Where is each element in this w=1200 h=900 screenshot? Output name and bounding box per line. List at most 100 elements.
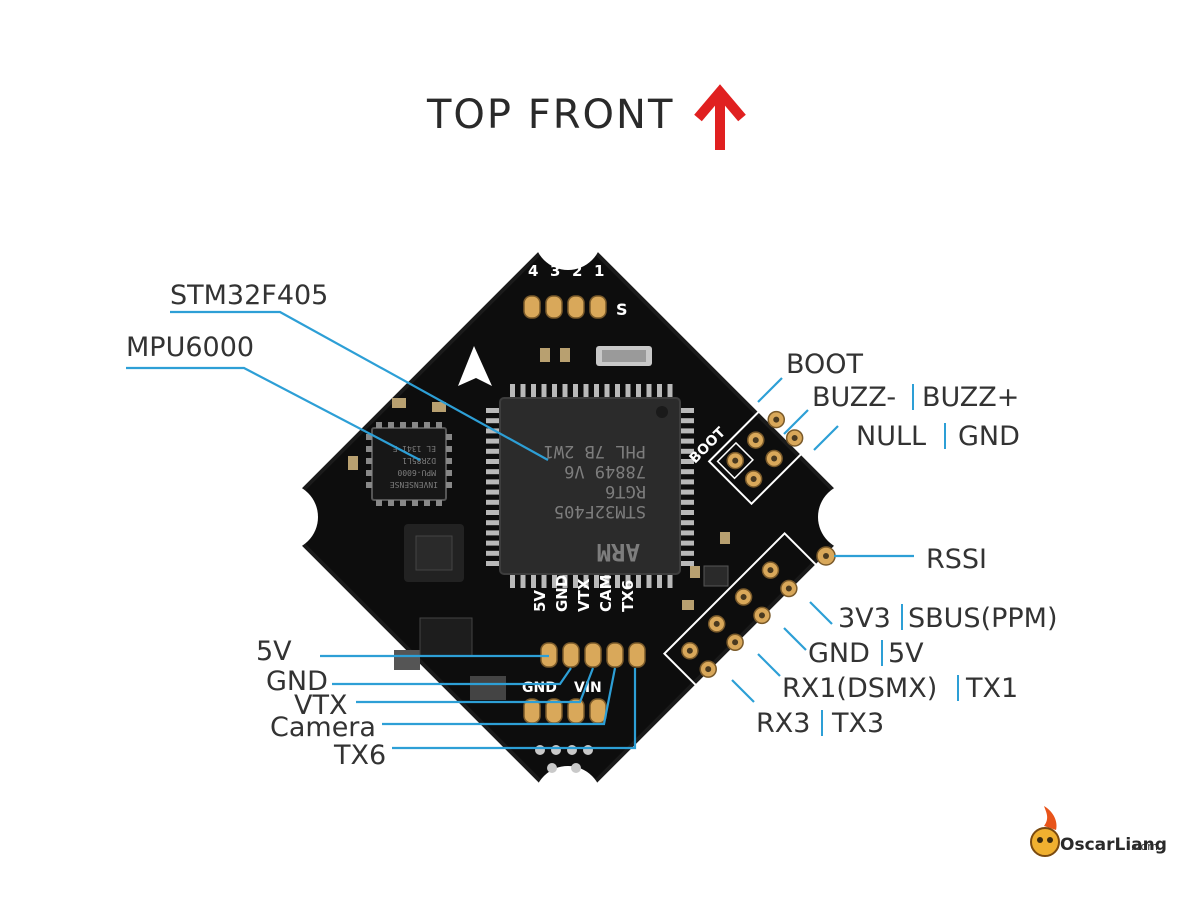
imu-chip-line-2: MPU-6000 — [397, 468, 436, 477]
mcu-pin — [680, 428, 694, 433]
imu-chip: INVENSENSE MPU-6000 D2R85L1 EL 1341 E — [366, 422, 452, 506]
mcu-pin — [680, 408, 694, 413]
diagram-title: TOP FRONT — [426, 92, 674, 138]
mcu-pin — [615, 384, 620, 398]
label-rx1-dsmx: RX1(DSMX) — [782, 673, 937, 704]
label-buzz-plus: BUZZ+ — [922, 382, 1019, 413]
mount-hole-right — [818, 483, 886, 551]
mcu-pin — [573, 384, 578, 398]
silk-motor-1: 1 — [594, 262, 604, 280]
mcu-pin — [552, 384, 557, 398]
mcu-pin — [680, 418, 694, 423]
mcu-pin — [680, 490, 694, 495]
mcu-pin — [542, 574, 547, 588]
label-rx3: RX3 — [756, 708, 810, 739]
watermark-domain: .com — [1131, 840, 1158, 853]
label-tx6: TX6 — [333, 740, 386, 771]
label-3v3: 3V3 — [838, 603, 891, 634]
mcu-chip-line-2: RGT6 — [605, 481, 646, 501]
silk-cam: CAM — [597, 574, 615, 612]
imu-chip-line-1: INVENSENSE — [390, 480, 438, 489]
mount-hole-top — [534, 202, 602, 270]
silk-gnd: GND — [553, 575, 571, 612]
mcu-pin — [510, 574, 515, 588]
mcu-pin — [486, 561, 500, 566]
mcu-pin — [680, 500, 694, 505]
label-stm32f405: STM32F405 — [170, 280, 328, 311]
mcu-pin — [680, 439, 694, 444]
mcu-pin — [647, 384, 652, 398]
mcu-pin — [657, 384, 662, 398]
mcu-pin — [680, 551, 694, 556]
silk-5v: 5V — [531, 590, 549, 612]
mcu-pin — [486, 408, 500, 413]
mcu-pin — [486, 439, 500, 444]
mcu-pin — [486, 418, 500, 423]
mcu-pin — [510, 384, 515, 398]
watermark: OscarLiang .com — [1031, 806, 1167, 856]
mcu-pin — [486, 459, 500, 464]
label-5v: 5V — [256, 636, 292, 667]
mcu-pin — [680, 561, 694, 566]
silk-motor-4: 4 — [528, 262, 538, 280]
mount-hole-left — [250, 483, 318, 551]
label-boot: BOOT — [786, 349, 864, 380]
mcu-pin — [486, 510, 500, 515]
mcu-pin — [486, 449, 500, 454]
mcu-pin — [486, 469, 500, 474]
mcu-pin — [668, 384, 673, 398]
mcu-chip-line-3: 78849 V6 — [564, 461, 646, 481]
silk-vtx: VTX — [575, 578, 593, 612]
mcu-pin — [486, 551, 500, 556]
mcu-pin — [486, 541, 500, 546]
mcu-chip-line-4: PHL 7B 2W1 — [544, 441, 646, 461]
mcu-pin — [486, 530, 500, 535]
mcu-pin — [521, 384, 526, 398]
mcu-pin — [636, 384, 641, 398]
mcu-pin — [486, 500, 500, 505]
mount-hole-bottom — [534, 766, 602, 834]
mcu-chip: ARM STM32F405 RGT6 78849 V6 PHL 7B 2W1 — [486, 384, 694, 588]
mcu-chip-logo: ARM — [597, 538, 640, 566]
label-sbus-ppm: SBUS(PPM) — [908, 603, 1058, 634]
silk-power-gnd: GND — [522, 680, 557, 696]
silk-motor-2: 2 — [572, 262, 582, 280]
mcu-pin — [486, 479, 500, 484]
mcu-pin — [563, 384, 568, 398]
mcu-pin — [680, 541, 694, 546]
mcu-pin — [657, 574, 662, 588]
label-rx-5v: 5V — [888, 638, 924, 669]
silk-s: S — [616, 300, 628, 319]
label-tx3: TX3 — [831, 708, 884, 739]
mcu-pin — [594, 384, 599, 398]
mcu-chip-line-1: STM32F405 — [554, 501, 646, 521]
mcu-pin — [680, 479, 694, 484]
label-null: NULL — [856, 421, 926, 452]
mcu-pin — [680, 530, 694, 535]
mcu-pin — [680, 510, 694, 515]
label-camera: Camera — [270, 712, 376, 743]
label-rx-gnd: GND — [808, 638, 870, 669]
mcu-pin — [486, 520, 500, 525]
mcu-pin — [584, 384, 589, 398]
mcu-pin — [542, 384, 547, 398]
mcu-pin — [531, 384, 536, 398]
mcu-pin — [680, 469, 694, 474]
mcu-pin — [668, 574, 673, 588]
silk-tx6: TX6 — [619, 580, 637, 612]
up-arrow-icon — [698, 92, 742, 150]
label-rssi: RSSI — [926, 544, 987, 575]
label-null-gnd: GND — [958, 421, 1020, 452]
mcu-pin — [521, 574, 526, 588]
mcu-pin — [626, 384, 631, 398]
label-tx1: TX1 — [965, 673, 1018, 704]
mcu-pin — [486, 490, 500, 495]
mcu-pin — [531, 574, 536, 588]
mcu-pin — [647, 574, 652, 588]
label-mpu6000: MPU6000 — [126, 332, 254, 363]
silk-motor-3: 3 — [550, 262, 560, 280]
flame-owl-logo-icon — [1031, 806, 1059, 856]
mcu-pin — [680, 520, 694, 525]
